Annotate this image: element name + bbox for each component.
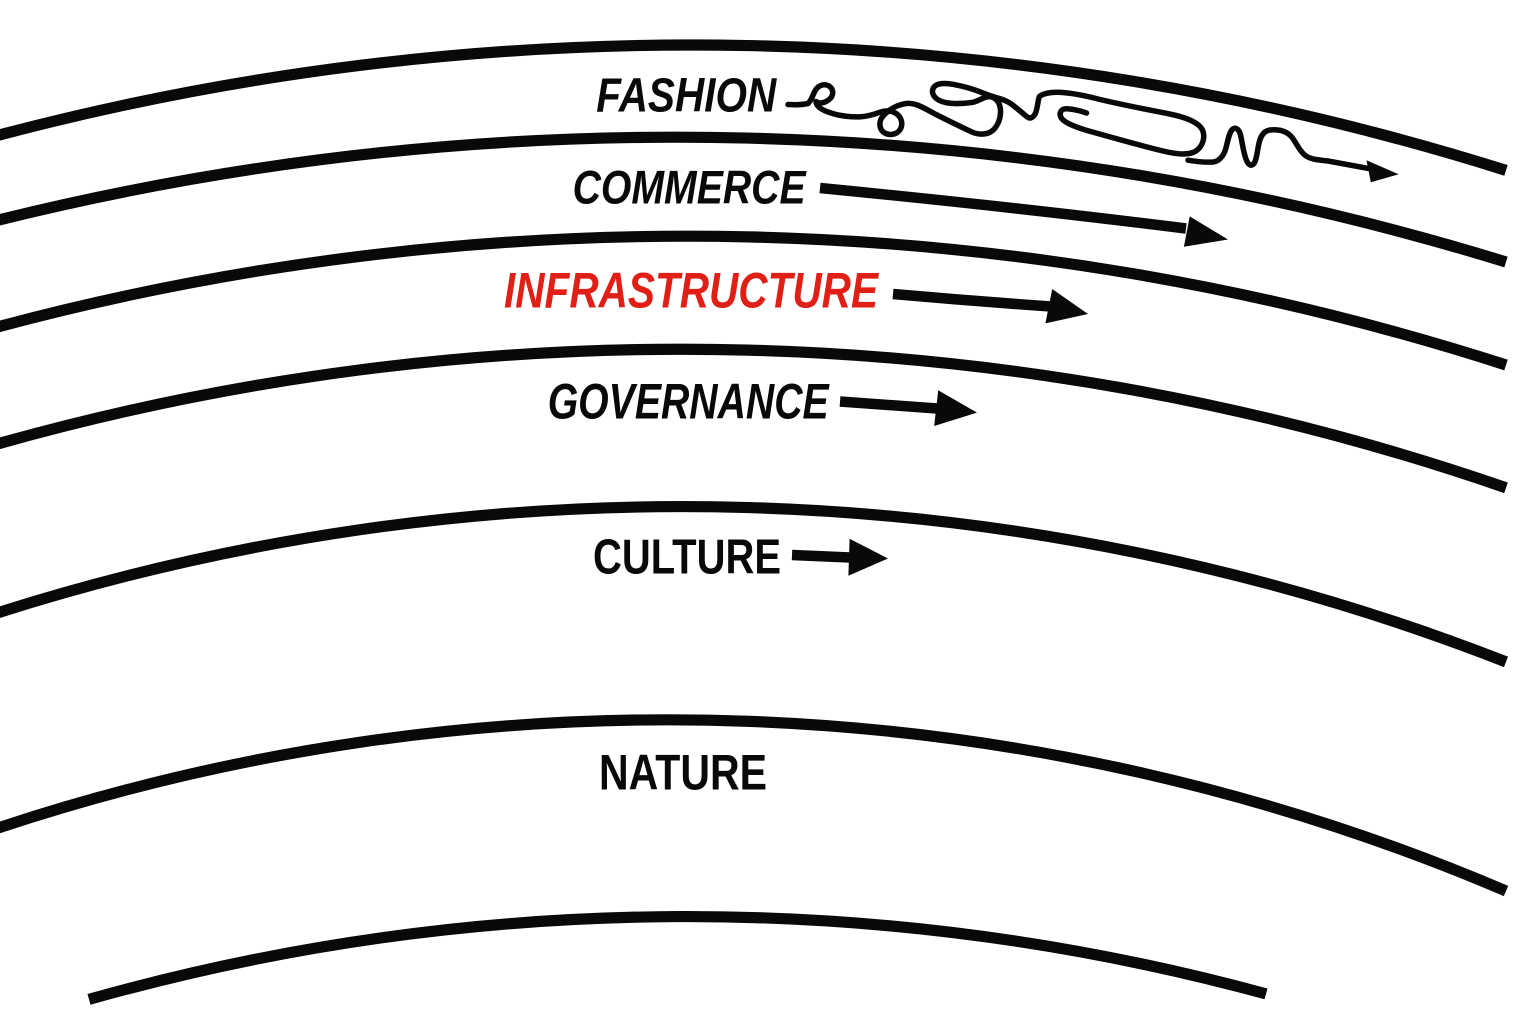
svg-text:INFRASTRUCTURE: INFRASTRUCTURE: [504, 263, 879, 319]
svg-text:FASHION: FASHION: [596, 69, 777, 122]
svg-text:CULTURE: CULTURE: [593, 529, 781, 584]
svg-text:GOVERNANCE: GOVERNANCE: [548, 373, 830, 429]
svg-text:COMMERCE: COMMERCE: [573, 162, 807, 215]
svg-text:NATURE: NATURE: [599, 744, 767, 801]
